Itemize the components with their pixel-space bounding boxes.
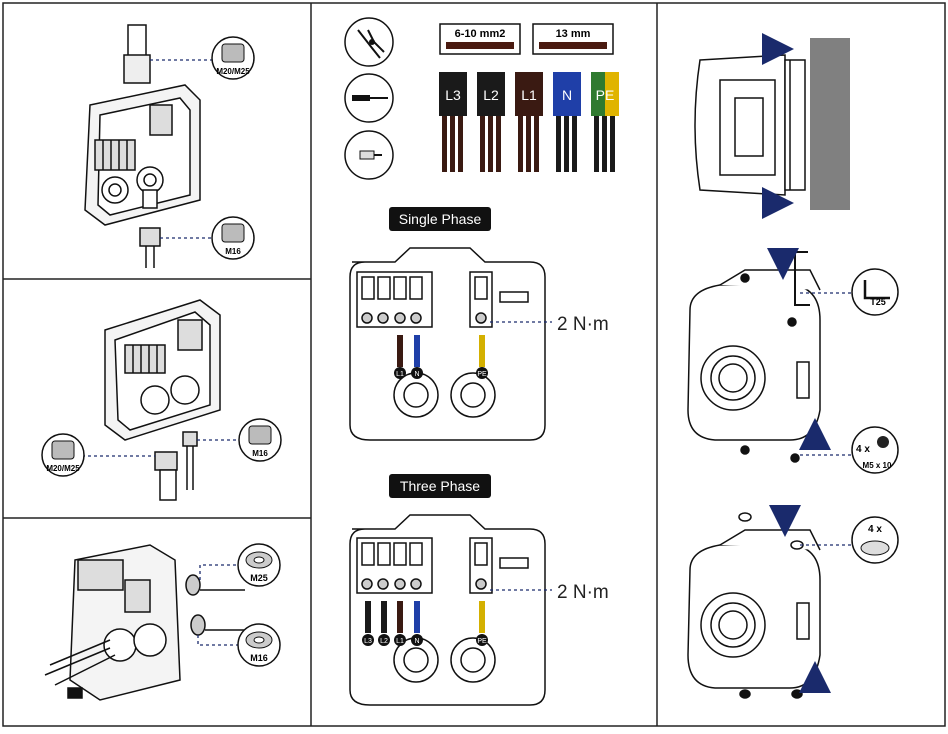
torque-callout-three: 2 N·m xyxy=(490,582,609,603)
grommet-label: M16 xyxy=(250,653,268,663)
torx-size: T25 xyxy=(870,297,886,307)
svg-text:PE: PE xyxy=(477,638,487,645)
gland-label: M20/M25 xyxy=(216,67,250,76)
svg-text:N: N xyxy=(414,371,419,378)
cap-callout: 4 x xyxy=(800,516,899,564)
wire-set: L3 L2 L1 N PE xyxy=(439,72,619,172)
grommet-callout-bottom: M16 xyxy=(197,623,281,667)
torque-value: 2 N·m xyxy=(557,582,609,603)
terminal-label-pe: PE xyxy=(476,367,488,379)
wire-label: L3 xyxy=(445,87,461,103)
svg-text:N: N xyxy=(414,638,419,645)
single-phase-plate xyxy=(349,247,546,441)
terminal-label-l3: L3 xyxy=(362,634,374,646)
three-phase-section: Three Phase xyxy=(389,474,491,498)
grommet-callout-top: M25 xyxy=(199,543,281,587)
gland-callout-right-mid: M16 xyxy=(197,418,282,462)
single-phase-section: Single Phase xyxy=(389,207,491,231)
single-phase-terminal-labels: L1 N PE xyxy=(394,367,488,379)
screw-view-arrows xyxy=(767,248,831,450)
mount-arrows xyxy=(762,33,794,219)
three-phase-title: Three Phase xyxy=(400,478,480,494)
gland-label: M16 xyxy=(252,449,268,458)
screw-size: M5 x 10 xyxy=(863,461,892,470)
wire-l2: L2 xyxy=(477,72,505,172)
wire-label: L1 xyxy=(521,87,537,103)
cross-section-value: 6-10 mm2 xyxy=(455,28,506,40)
grommet-label: M25 xyxy=(250,573,268,583)
ferrule-icon xyxy=(344,130,394,180)
cap-view-arrows xyxy=(769,505,831,693)
terminal-label-l2: L2 xyxy=(378,634,390,646)
svg-text:L3: L3 xyxy=(364,638,372,645)
gland-callout-top: M20/M25 xyxy=(150,36,255,80)
gland-label: M20/M25 xyxy=(46,464,80,473)
three-phase-terminal-labels: L3 L2 L1 N PE xyxy=(362,634,488,646)
screw-callout: 4 x M5 x 10 xyxy=(800,426,899,474)
terminal-label-pe: PE xyxy=(476,634,488,646)
wire-n: N xyxy=(553,72,581,172)
strip-length-value: 13 mm xyxy=(556,28,591,40)
wire-l1: L1 xyxy=(515,72,543,172)
wire-label: PE xyxy=(596,87,615,103)
enclosure-screws-view xyxy=(687,250,821,463)
screw-count: 4 x xyxy=(856,444,870,455)
wire-label: N xyxy=(562,87,572,103)
strip-length-spec: 13 mm xyxy=(532,23,614,55)
svg-text:PE: PE xyxy=(477,371,487,378)
torque-value: 2 N·m xyxy=(557,314,609,335)
box-with-glands-top xyxy=(84,24,201,268)
enclosure-caps-view xyxy=(687,512,821,699)
single-phase-title: Single Phase xyxy=(399,211,482,227)
wire-label: L2 xyxy=(483,87,499,103)
box-with-glands-middle xyxy=(104,299,221,501)
gland-callout-bottom: M16 xyxy=(160,216,255,260)
gland-callout-left-mid: M20/M25 xyxy=(41,433,155,477)
svg-text:L1: L1 xyxy=(396,371,404,378)
cap-count: 4 x xyxy=(868,524,882,535)
torque-callout-single: 2 N·m xyxy=(490,314,609,335)
wire-l3: L3 xyxy=(439,72,467,172)
crimping-pliers-icon xyxy=(344,17,394,67)
screwdriver-icon xyxy=(344,73,394,123)
terminal-label-n: N xyxy=(411,367,423,379)
gland-label: M16 xyxy=(225,247,241,256)
svg-text:L1: L1 xyxy=(396,638,404,645)
box-with-grommets xyxy=(44,544,245,701)
cross-section-spec: 6-10 mm2 xyxy=(439,23,521,55)
torx-tool-callout: T25 xyxy=(800,268,899,316)
terminal-label-n: N xyxy=(411,634,423,646)
wire-pe: PE xyxy=(591,72,619,172)
wall-mount-side-view xyxy=(694,38,850,210)
terminal-label-l1: L1 xyxy=(394,367,406,379)
three-phase-plate xyxy=(349,514,546,706)
terminal-label-l1: L1 xyxy=(394,634,406,646)
svg-text:L2: L2 xyxy=(380,638,388,645)
